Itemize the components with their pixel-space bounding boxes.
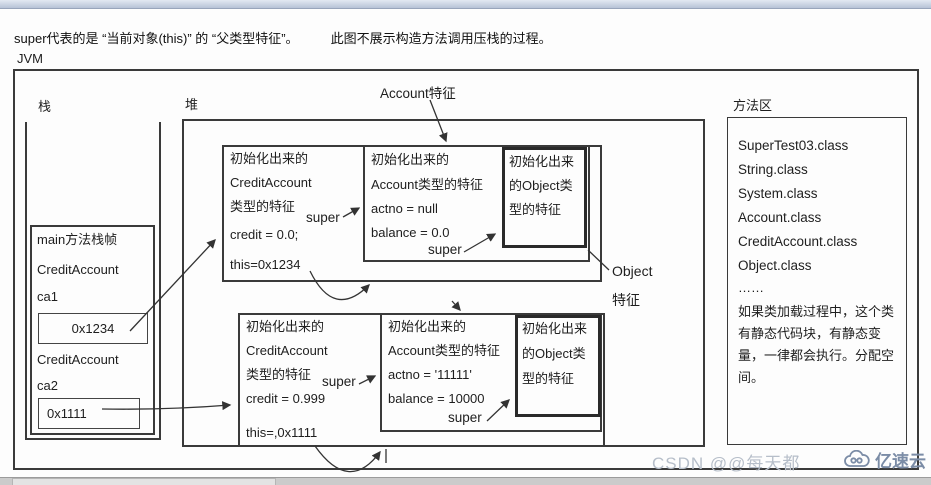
var-ca1-value-box: 0x1234 <box>38 313 148 344</box>
object2-actno-field: actno = '11111' <box>388 367 472 382</box>
object1-balance-field: balance = 0.0 <box>371 225 450 240</box>
object1-credit-line1: 初始化出来的 <box>230 151 309 166</box>
object2-object-box <box>515 315 601 417</box>
class-item: Account.class <box>738 210 822 225</box>
var-ca2-value-box: 0x1111 <box>38 398 140 429</box>
caption-super-note: super代表的是 “当前对象(this)” 的 “父类型特征”。 <box>14 31 299 46</box>
object1-credit-line3: 类型的特征 <box>230 199 296 214</box>
object1-super-label-1: super <box>306 210 340 225</box>
object1-actno-field: actno = null <box>371 201 438 216</box>
class-item: String.class <box>738 162 808 177</box>
method-area-note-line: 量，一律都会执行。分配空 <box>738 348 895 363</box>
object2-this-field: this=,0x1111 <box>246 425 318 440</box>
window-top-edge <box>0 0 931 9</box>
object1-account-box <box>363 145 590 262</box>
object1-object-line1: 初始化出来 <box>509 154 575 169</box>
object-callout-line2: 特征 <box>612 292 640 308</box>
object2-balance-field: balance = 10000 <box>388 391 485 406</box>
var-ca1-type: CreditAccount <box>37 262 119 277</box>
object1-super-label-2: super <box>428 242 462 257</box>
yisu-cloud-icon <box>844 449 870 467</box>
caption: super代表的是 “当前对象(this)” 的 “父类型特征”。 此图不展示构造… <box>14 28 552 47</box>
stack-label: 栈 <box>38 99 52 114</box>
object1-object-line3: 型的特征 <box>509 202 562 217</box>
caption-push-note: 此图不展示构造方法调用压栈的过程。 <box>330 31 552 46</box>
object-callout-line1: Object <box>612 263 653 279</box>
object2-account-line2: Account类型的特征 <box>388 343 500 358</box>
object2-credit-line2: CreditAccount <box>246 343 328 358</box>
object2-account-line1: 初始化出来的 <box>388 319 467 334</box>
object1-credit-field: credit = 0.0; <box>230 227 299 242</box>
object1-account-line2: Account类型的特征 <box>371 177 483 192</box>
object2-object-line3: 型的特征 <box>522 371 575 386</box>
yisu-watermark-text: 亿速云 <box>875 452 926 471</box>
method-area-box <box>727 117 907 445</box>
object2-object-line1: 初始化出来 <box>522 321 588 336</box>
object1-object-box <box>502 147 587 248</box>
method-area-label: 方法区 <box>733 98 773 113</box>
method-area-note-line: 间。 <box>738 370 765 385</box>
object1-account-line1: 初始化出来的 <box>371 152 450 167</box>
main-frame-title: main方法栈帧 <box>37 232 118 247</box>
object2-super-label-1: super <box>322 374 356 389</box>
method-area-note-line: 有静态代码块，有静态变 <box>738 326 882 341</box>
object1-credit-line2: CreditAccount <box>230 175 312 190</box>
bottom-strip-segment <box>12 478 276 485</box>
object2-account-box <box>380 313 602 432</box>
class-item: SuperTest03.class <box>738 138 849 153</box>
heap-label: 堆 <box>185 97 199 112</box>
class-item: System.class <box>738 186 818 201</box>
object2-super-label-2: super <box>448 410 482 425</box>
yisu-watermark: 亿速云 <box>843 447 926 472</box>
jvm-box <box>13 69 919 470</box>
object2-object-line2: 的Object类 <box>522 346 586 361</box>
jvm-label: JVM <box>17 51 43 66</box>
object2-credit-line3: 类型的特征 <box>246 367 312 382</box>
var-ca2-type: CreditAccount <box>37 352 119 367</box>
var-ca2-name: ca2 <box>37 378 58 393</box>
object2-credit-line1: 初始化出来的 <box>246 319 325 334</box>
object1-object-line2: 的Object类 <box>509 178 573 193</box>
account-callout-label: Account特征 <box>380 86 456 101</box>
object1-this-field: this=0x1234 <box>230 257 301 272</box>
bottom-strip <box>0 477 931 485</box>
object2-credit-field: credit = 0.999 <box>246 391 326 406</box>
csdn-watermark: CSDN @@每天都 <box>652 454 801 473</box>
method-area-note-line: 如果类加载过程中，这个类 <box>738 304 895 319</box>
class-item: Object.class <box>738 258 812 273</box>
var-ca1-name: ca1 <box>37 289 58 304</box>
method-area-ellipsis: …… <box>738 280 764 295</box>
class-item: CreditAccount.class <box>738 234 858 249</box>
